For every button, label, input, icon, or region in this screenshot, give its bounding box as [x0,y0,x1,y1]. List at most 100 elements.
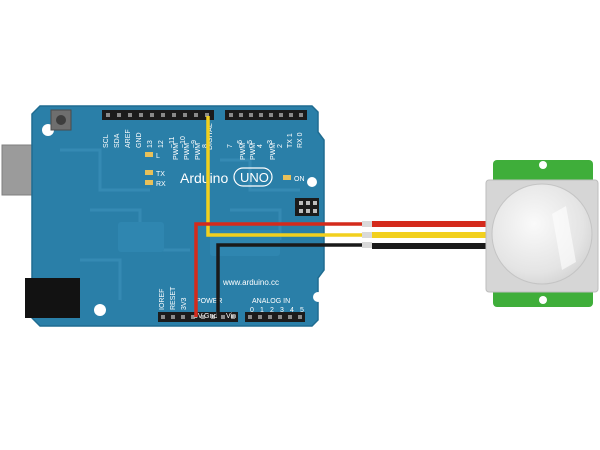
dome-highlight [552,206,576,270]
header-pin [288,315,292,319]
pin-label: 5V [194,313,203,320]
pin-label: 2 [270,307,274,314]
pin-label: RX 0 [297,132,304,148]
pin-label: 3V3 [181,297,188,310]
top-header-right [225,110,307,120]
analog-header [245,312,305,322]
pin-label: 0 [250,307,254,314]
pin-label: ~3 [267,140,274,148]
pin-label: 13 [147,140,154,148]
pin-label: 4 [257,144,264,148]
power-header [158,312,238,322]
power-pin-labels: IOREF RESET 3V3 5V Gnd Vin [159,286,236,320]
pin-label: SCL [103,134,110,148]
pin-label: ~6 [237,140,244,148]
pwm-label: PWM [240,143,247,160]
pin-label: TX 1 [287,133,294,148]
header-pin [106,113,110,117]
pwm-label: PWM [270,143,277,160]
header-pin [248,315,252,319]
model-label: UNO [240,170,269,185]
model-badge [233,167,273,187]
header-pin [221,315,225,319]
header-pin [181,315,185,319]
ground-wire [216,243,370,317]
header-pin [211,315,215,319]
header-pin [229,113,233,117]
header-pin [259,113,263,117]
header-pin [172,113,176,117]
header-pin [268,315,272,319]
pin-label: Vin [226,313,236,320]
pin-label: GND [136,132,143,148]
header-pin [128,113,132,117]
pin-label: 12 [158,140,165,148]
header-pin [258,315,262,319]
mounting-hole [307,177,317,187]
header-pin [289,113,293,117]
header-pin [161,113,165,117]
led-l-label: L [156,153,160,160]
header-pin [239,113,243,117]
pin-label: ~9 [191,140,198,148]
analog-label: ANALOG IN [252,298,290,305]
header-pin [150,113,154,117]
signal-wire [206,116,370,237]
top-header-left [102,110,214,120]
header-pin [171,315,175,319]
header-pin [269,113,273,117]
pin-label: RESET [170,286,177,310]
header-pin [279,113,283,117]
led-tx-label: TX [156,171,165,178]
brand-label: Arduino [180,170,228,186]
mounting-hole [313,292,323,302]
led-l [145,152,153,157]
wire-connector-black [362,242,372,248]
pin-label: 2 [277,144,284,148]
mounting-hole [539,296,547,304]
pin-label: 1 [260,307,264,314]
chip [118,222,164,252]
header-pin [299,113,303,117]
pir-sensor-dome [491,183,593,285]
pin-label: 7 [227,144,234,148]
header-pin [298,315,302,319]
pin-label: ~11 [169,137,176,148]
pin-label: AREF [125,129,132,148]
header-pin [201,315,205,319]
icsp-header [295,198,319,216]
pin-label: SDA [114,133,121,148]
header-pin [205,113,209,117]
power-jack [25,278,80,318]
header-pin [191,315,195,319]
led-rx-label: RX [156,181,166,188]
top-pin-labels: SCL SDA AREF GND 13 12 ~11 ~10 ~9 8 7 ~6… [103,129,304,148]
pin-label: Gnd [204,313,217,320]
header-pin [161,315,165,319]
pwm-label: PWM [184,143,191,160]
on-label: ON [294,176,305,183]
mounting-hole [94,304,106,316]
header-pin [183,113,187,117]
header-pin [231,315,235,319]
wire-connector-red [362,221,372,227]
pin-label: 4 [290,307,294,314]
pwm-labels: PWM PWM PWM PWM PWM PWM [173,143,277,160]
header-pin [278,315,282,319]
power-wire-5v [194,222,370,317]
url-label: www.arduino.cc [222,278,279,287]
pwm-label: PWM [173,143,180,160]
analog-pin-labels: 0 1 2 3 4 5 [250,307,304,314]
pwm-label: PWM [195,143,202,160]
header-pin [249,113,253,117]
header-pin [117,113,121,117]
pin-label: ~5 [247,140,254,148]
pin-label: IOREF [159,289,166,310]
pin-label: 5 [300,307,304,314]
wire-connector-yellow [362,232,372,238]
led-on [283,175,291,180]
led-tx [145,170,153,175]
pin-label: ~10 [180,136,187,148]
pin-label: 8 [202,144,209,148]
